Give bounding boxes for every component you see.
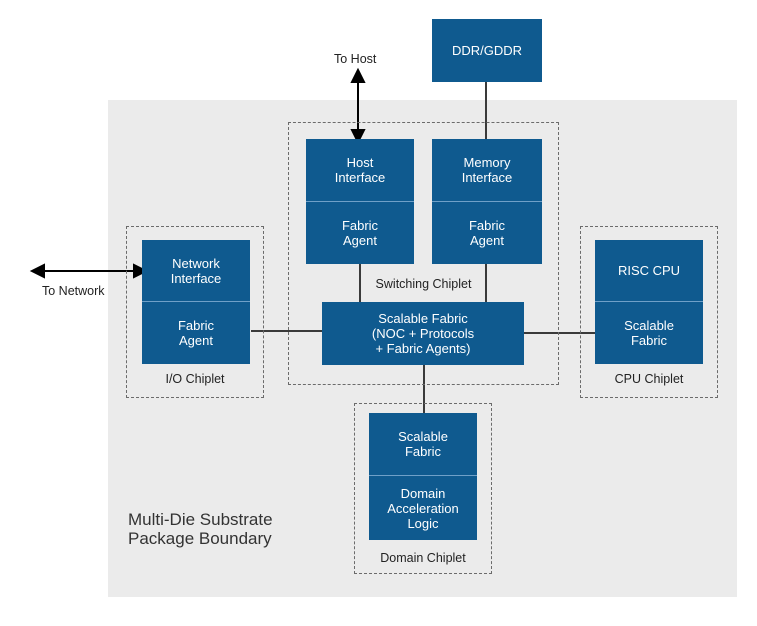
- link-fabric-domain: [423, 365, 425, 413]
- link-io-fabric: [251, 330, 322, 332]
- network-arrow-left-head: [29, 263, 45, 279]
- io-divider: [142, 301, 250, 302]
- memory-interface-block: Memory Interface: [432, 139, 542, 201]
- host-interface-block: Host Interface: [306, 139, 414, 201]
- to-host-label: To Host: [334, 52, 377, 66]
- substrate-label: Multi-Die Substrate Package Boundary: [128, 510, 273, 548]
- network-arrow-right-head: [133, 263, 149, 279]
- risc-cpu-block: RISC CPU: [595, 240, 703, 301]
- host-divider: [306, 201, 414, 202]
- link-memory-fabric: [485, 264, 487, 302]
- host-arrow-up-head: [350, 67, 366, 83]
- switching-chiplet-label: Switching Chiplet: [375, 277, 472, 291]
- host-arrow-down-head: [350, 129, 366, 145]
- io-chiplet-label: I/O Chiplet: [165, 372, 225, 386]
- network-interface-block: Network Interface: [142, 240, 250, 301]
- to-network-label: To Network: [42, 284, 105, 298]
- memory-divider: [432, 201, 542, 202]
- ddr-gddr-block: DDR/GDDR: [432, 19, 542, 82]
- scalable-fabric-center-block: Scalable Fabric (NOC + Protocols + Fabri…: [322, 302, 524, 365]
- cpu-chiplet: CPU Chiplet: [580, 226, 718, 398]
- domain-chiplet-label: Domain Chiplet: [380, 551, 466, 565]
- cpu-scalable-fabric-block: Scalable Fabric: [595, 302, 703, 364]
- link-host-fabric: [359, 264, 361, 302]
- domain-scalable-fabric-block: Scalable Fabric: [369, 413, 477, 475]
- host-fabric-agent-block: Fabric Agent: [306, 202, 414, 264]
- link-ddr-memory: [485, 82, 487, 139]
- domain-acceleration-logic-block: Domain Acceleration Logic: [369, 476, 477, 540]
- cpu-divider: [595, 301, 703, 302]
- memory-fabric-agent-block: Fabric Agent: [432, 202, 542, 264]
- io-chiplet: I/O Chiplet: [126, 226, 264, 398]
- switching-chiplet: Switching Chiplet: [288, 122, 559, 385]
- io-fabric-agent-block: Fabric Agent: [142, 302, 250, 364]
- domain-chiplet: Domain Chiplet: [354, 403, 492, 574]
- domain-divider: [369, 475, 477, 476]
- link-fabric-cpu: [524, 332, 595, 334]
- cpu-chiplet-label: CPU Chiplet: [614, 372, 684, 386]
